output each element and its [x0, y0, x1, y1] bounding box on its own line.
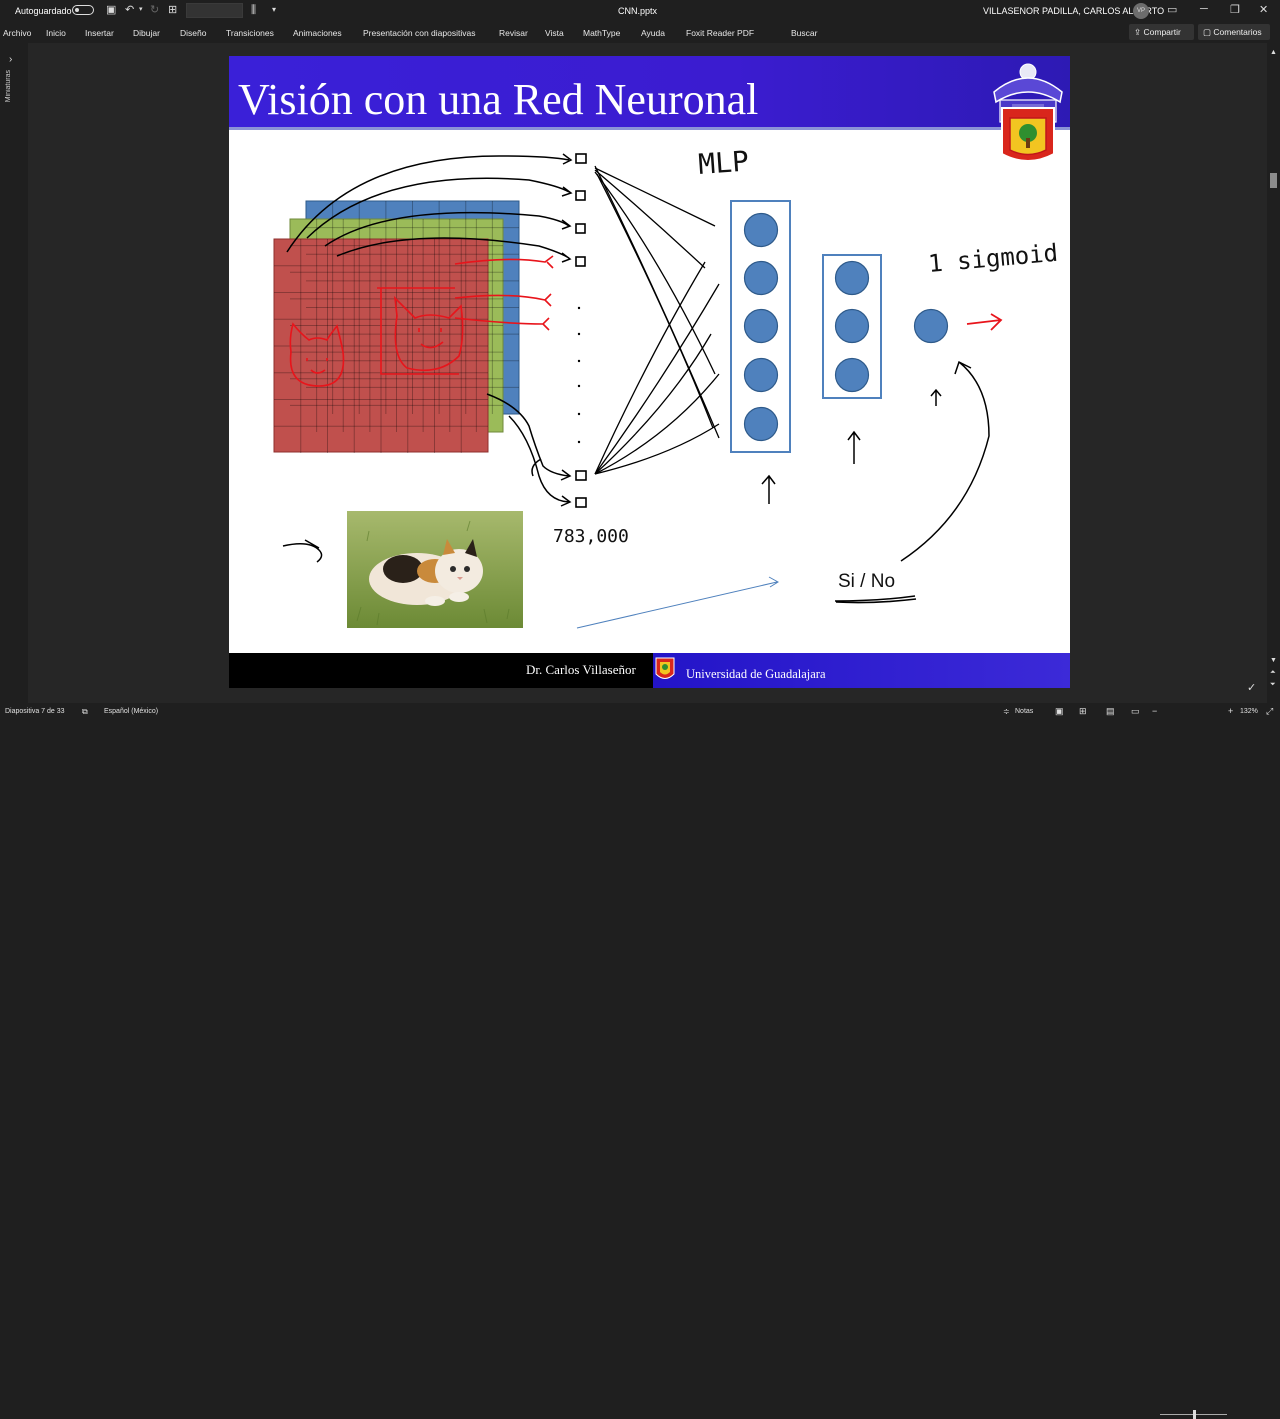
hidden-layer-2-neurons	[834, 260, 870, 393]
footer-crest-logo	[655, 657, 675, 679]
redo-icon[interactable]: ↻	[150, 4, 160, 16]
count-handwritten: 783,000	[553, 526, 629, 547]
tab-presentacion[interactable]: Presentación con diapositivas	[363, 28, 476, 38]
pipeline-arrow	[576, 576, 779, 629]
slideshow-icon[interactable]: ▭	[1131, 706, 1140, 716]
handwritten-arrows	[282, 360, 990, 602]
share-button[interactable]: ⇪ Compartir	[1129, 24, 1194, 40]
expand-pane-icon[interactable]: ›	[9, 54, 13, 65]
fit-slide-icon[interactable]: ⤢	[1266, 706, 1274, 716]
network-diagram: MLP 1 sigmoid 783,000	[273, 145, 1059, 629]
zoom-in-icon[interactable]: +	[1228, 706, 1234, 716]
flatten-arrows	[286, 153, 573, 507]
status-bar: Diapositiva 7 de 33 ⧉ Español (México) ≑…	[0, 703, 1280, 1419]
reading-view-icon[interactable]: ▤	[1106, 706, 1115, 716]
footer-university: Universidad de Guadalajara	[686, 667, 826, 681]
slide-title[interactable]: Visión con una Red Neuronal	[238, 75, 759, 124]
input-units	[575, 153, 587, 508]
comments-label: Comentarios	[1213, 27, 1262, 37]
notes-icon[interactable]: ≑	[1003, 707, 1010, 716]
output-underline	[835, 598, 917, 604]
tab-transiciones[interactable]: Transiciones	[226, 28, 274, 38]
thumbnail-pane	[0, 43, 29, 703]
autosave-toggle[interactable]	[72, 5, 94, 15]
share-icon: ⇪	[1134, 27, 1142, 37]
tab-inicio[interactable]: Inicio	[46, 28, 66, 38]
tab-archivo[interactable]: Archivo	[3, 28, 32, 38]
hidden-layer-2-box	[822, 254, 882, 399]
save-icon[interactable]: ▣	[106, 4, 117, 16]
footer-author-bar	[229, 653, 653, 688]
zoom-level[interactable]: 132%	[1240, 708, 1258, 715]
minimize-icon[interactable]: ─	[1200, 3, 1208, 15]
comments-button[interactable]: ▢ Comentarios	[1198, 24, 1270, 40]
tab-diseno[interactable]: Diseño	[180, 28, 207, 38]
document-title: CNN.pptx	[618, 6, 658, 16]
output-red-arrow	[966, 313, 1003, 331]
previous-slide-icon[interactable]: ⏶	[1270, 669, 1276, 676]
zoom-out-icon[interactable]: −	[1152, 706, 1158, 716]
comment-icon: ▢	[1203, 27, 1212, 37]
ellipsis-dots	[577, 306, 581, 444]
output-label: Si / No	[838, 571, 896, 592]
cat-photo[interactable]	[347, 511, 523, 628]
hidden-layer-1-neurons	[743, 212, 779, 442]
tab-vista[interactable]: Vista	[545, 28, 564, 38]
thumbnails-label[interactable]: Miniaturas	[5, 70, 12, 103]
title-banner	[229, 56, 1070, 130]
autosave-label: Autoguardado	[15, 6, 72, 16]
tab-revisar[interactable]: Revisar	[499, 28, 528, 38]
slide-sorter-icon[interactable]: ⊞	[1079, 706, 1087, 716]
ribbon-tabs: Archivo Inicio Insertar Dibujar Diseño T…	[0, 22, 1280, 61]
restore-icon[interactable]: ❐	[1230, 4, 1240, 16]
customize-toolbar-icon[interactable]: ▾	[272, 5, 277, 14]
university-crest-logo	[993, 63, 1063, 162]
title-bar: Autoguardado ▣ ↶ ▾ ↻ ⊞ ⫼ ▾ CNN.pptx VILL…	[0, 0, 1280, 22]
output-neuron	[913, 308, 949, 344]
scroll-down-icon[interactable]: ▼	[1270, 657, 1277, 664]
undo-icon[interactable]: ↶	[125, 4, 135, 16]
footer-university-bar	[653, 653, 1070, 688]
notes-button[interactable]: Notas	[1015, 708, 1034, 715]
slide-counter: Diapositiva 7 de 33	[5, 708, 65, 715]
slide[interactable]: Visión con una Red Neuronal	[229, 56, 1070, 688]
vertical-scrollbar[interactable]	[1267, 43, 1280, 703]
scroll-up-icon[interactable]: ▲	[1270, 49, 1277, 56]
zoom-slider-thumb[interactable]	[1193, 1410, 1196, 1419]
user-name[interactable]: VILLASENOR PADILLA, CARLOS ALBERTO	[983, 6, 1165, 16]
quick-access-box[interactable]	[186, 3, 243, 18]
mlp-handwritten: MLP	[697, 145, 750, 181]
red-cat-doodles	[289, 255, 554, 387]
tab-insertar[interactable]: Insertar	[85, 28, 114, 38]
language-status[interactable]: Español (México)	[104, 708, 159, 715]
avatar[interactable]: VP	[1133, 3, 1149, 19]
present-icon[interactable]: ⊞	[168, 4, 178, 16]
tab-ayuda[interactable]: Ayuda	[641, 28, 665, 38]
tab-animaciones[interactable]: Animaciones	[293, 28, 342, 38]
sigmoid-handwritten: 1 sigmoid	[927, 239, 1059, 278]
close-icon[interactable]: ✕	[1259, 4, 1269, 16]
hidden-layer-1-box	[730, 200, 791, 453]
tab-foxit[interactable]: Foxit Reader PDF	[686, 28, 755, 38]
scrollbar-thumb[interactable]	[1270, 173, 1277, 188]
tab-dibujar[interactable]: Dibujar	[133, 28, 160, 38]
undo-dropdown-icon[interactable]: ▾	[139, 6, 143, 13]
spelling-icon[interactable]: ⧉	[82, 707, 88, 716]
normal-view-icon[interactable]: ▣	[1055, 706, 1064, 716]
next-slide-icon[interactable]: ⏷	[1270, 681, 1276, 688]
tab-mathtype[interactable]: MathType	[583, 28, 621, 38]
columns-icon[interactable]: ⫼	[251, 4, 257, 16]
accessibility-check-icon[interactable]: ✓	[1247, 682, 1257, 694]
footer-author: Dr. Carlos Villaseñor	[526, 662, 636, 677]
mlp-connections	[594, 165, 720, 475]
tab-buscar[interactable]: Buscar	[791, 28, 818, 38]
share-label: Compartir	[1143, 27, 1181, 37]
ribbon-display-icon[interactable]: ▭	[1167, 4, 1178, 16]
